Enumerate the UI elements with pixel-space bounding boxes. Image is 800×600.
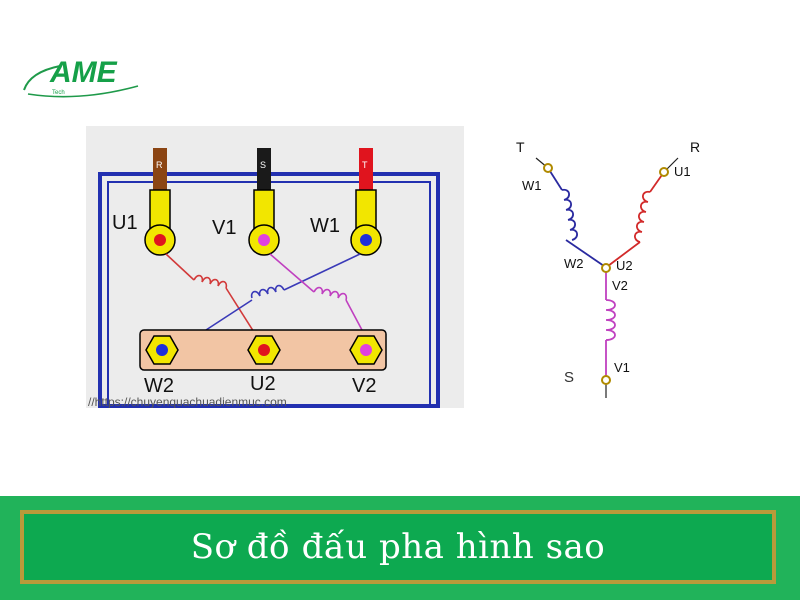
lug-w1 [350,189,382,256]
star-connection-schematic: T R W1 U1 W2 U2 V2 V1 S [500,128,720,408]
label-w2: W2 [564,256,584,271]
caption-frame: Sơ đồ đấu pha hình sao [20,510,776,584]
lead-wire-r: R [153,148,167,196]
watermark-text: //https://chuyenquachuadienmuc.com [88,395,287,408]
label-v2: V2 [612,278,628,293]
label-v2: V2 [352,375,376,397]
label-u2: U2 [616,258,633,273]
label-u1: U1 [674,164,691,179]
caption-text: Sơ đồ đấu pha hình sao [190,527,606,567]
label-w1: W1 [310,215,340,237]
nut-w2 [145,335,179,365]
coil-t [547,167,605,267]
lug-u1 [144,189,176,256]
svg-text:R: R [156,160,163,170]
label-v1: V1 [212,217,236,239]
label-line-t: T [516,139,525,155]
svg-text:S: S [260,160,266,170]
label-u2: U2 [250,373,276,395]
nut-u2 [247,335,281,365]
label-u1: U1 [112,212,138,234]
node-r [659,167,669,177]
label-w2: W2 [144,375,174,397]
node-t [543,163,553,173]
winding-w [205,253,361,331]
label-line-r: R [690,139,700,155]
node-star [601,263,611,273]
lug-v1 [248,189,280,256]
label-v1: V1 [614,360,630,375]
winding-v [269,253,363,331]
node-s [601,375,611,385]
svg-text:T: T [362,160,368,170]
terminal-box-diagram: R S T U1 V1 W1 [86,126,464,409]
ame-tech-logo: AME Tech [20,52,150,102]
logo-brand: AME [49,56,118,89]
coil-s [605,270,616,378]
lead-wire-t: T [359,148,373,196]
lead-wire-s: S [257,148,271,196]
logo-sub: Tech [52,90,65,96]
coil-r [607,171,665,267]
label-w1: W1 [522,178,542,193]
label-line-s: S [564,369,574,386]
nut-v2 [349,335,383,365]
